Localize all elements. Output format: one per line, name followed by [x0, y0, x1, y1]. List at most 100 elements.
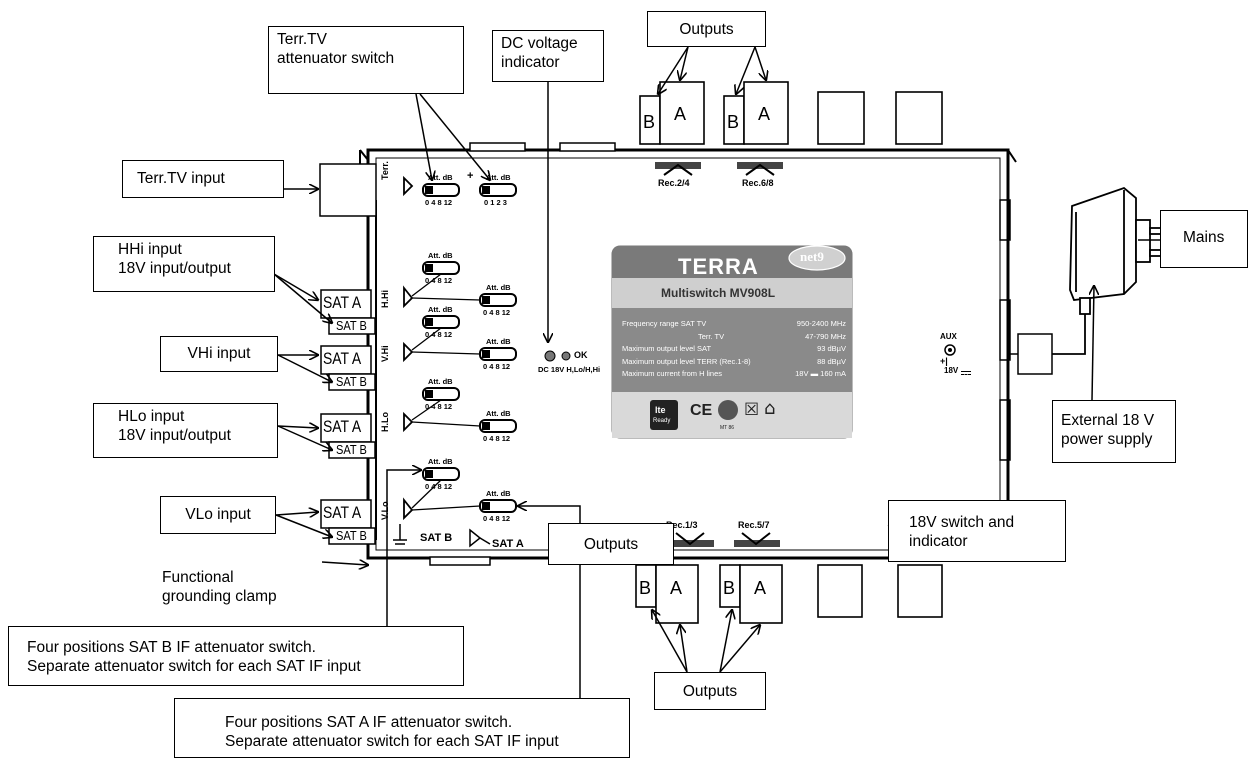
att-label: Att. dB: [486, 337, 511, 346]
sat-ground-symbol: [393, 524, 491, 548]
att-scale: 0 4 8 12: [483, 308, 511, 317]
port-label-terr: Terr.: [380, 161, 390, 180]
sat-b-label: SAT B: [336, 442, 367, 457]
callout-outputs-top: Outputs: [647, 11, 766, 47]
sat-a-label: SAT A: [323, 293, 362, 312]
rec-label: Rec.5/7: [738, 520, 770, 530]
brand-badge: net9: [800, 249, 824, 264]
att-scale: 0 4 8 12: [425, 198, 453, 207]
att-label: Att. dB: [486, 409, 511, 418]
dc-symbol-icon: [961, 371, 971, 375]
callout-terr-attenuator: Terr.TV attenuator switch: [268, 26, 464, 94]
power-adapter: [1052, 186, 1169, 355]
indoor-use-icon: ⌂: [764, 398, 776, 419]
callout-satb-switch: Four positions SAT B IF attenuator switc…: [8, 626, 464, 686]
aux-polarity: +|: [940, 356, 948, 366]
port-b-letter: B: [643, 112, 656, 132]
port-b-letter: B: [639, 578, 652, 598]
ce-mark: CE: [690, 402, 713, 419]
bottom-sat-b: SAT B: [420, 532, 453, 544]
bottom-sat-a: SAT A: [492, 538, 524, 550]
cert-plate-number: MT 86: [720, 425, 735, 431]
label-plate: [611, 245, 853, 439]
attenuator-switches: [422, 183, 517, 513]
callout-leaders: [386, 239, 1160, 698]
att-scale-terr: 0 1 2 3: [484, 198, 507, 207]
port-a-letter: A: [758, 104, 771, 124]
callout-sata-switch: Four positions SAT A IF attenuator switc…: [174, 698, 630, 758]
port-a-letter: A: [670, 578, 683, 598]
att-scale: 0 4 8 12: [425, 402, 453, 411]
callout-terr-input: Terr.TV input: [122, 160, 284, 198]
input-port-markers: [403, 175, 414, 521]
internal-lines: [411, 273, 481, 511]
spec-row: Maximum output level TERR (Rec.1-8)88 dB…: [622, 356, 846, 366]
sat-a-label: SAT A: [323, 503, 362, 522]
att-label: Att. dB: [486, 283, 511, 292]
dc-led-ok: [561, 351, 571, 361]
port-a-letter: A: [754, 578, 767, 598]
dc-led-18v: [544, 350, 556, 362]
port-label-hhi: H.Hi: [380, 290, 390, 308]
att-scale: 0 4 8 12: [425, 482, 453, 491]
callout-vhi-input: VHi input: [160, 336, 278, 372]
brand-title: TERRA: [678, 254, 759, 279]
weee-bin-icon: ☒: [744, 400, 760, 420]
callout-18v-switch: 18V switch and indicator: [888, 500, 1066, 562]
callout-hlo-input: HLo input 18V input/output: [93, 403, 278, 458]
callout-vlo-input: VLo input: [160, 496, 276, 534]
port-label-vlo: V.Lo: [380, 501, 390, 520]
callout-mains: Mains: [1160, 210, 1248, 268]
att-label: Att. dB: [486, 489, 511, 498]
sat-b-label: SAT B: [336, 374, 367, 389]
att-label: Att. dB: [428, 173, 453, 182]
att-label: Att. dB: [486, 173, 511, 182]
att-label: Att. dB: [428, 305, 453, 314]
sat-b-label: SAT B: [336, 528, 367, 543]
sat-a-label: SAT A: [323, 349, 362, 368]
plus-sign: +: [467, 170, 474, 182]
port-label-hlo: H.Lo: [380, 412, 390, 432]
certification-icon: [718, 400, 738, 420]
aux-voltage: 18V: [944, 366, 959, 375]
callout-outputs-mid: Outputs: [548, 523, 674, 565]
bottom-output-connectors: [635, 564, 943, 624]
callout-grounding: Functional grounding clamp: [140, 562, 322, 626]
aux-title: AUX: [940, 332, 957, 341]
rec-label: Rec.6/8: [742, 178, 774, 188]
att-label: Att. dB: [428, 251, 453, 260]
sat-b-label: SAT B: [336, 318, 367, 333]
port-b-letter: B: [727, 112, 740, 132]
att-scale: 0 4 8 12: [483, 514, 511, 523]
psu-connector: [1017, 333, 1053, 375]
rec-label: Rec.1/3: [666, 520, 698, 530]
sat-a-label: SAT A: [323, 417, 362, 436]
lte-logo: lte: [655, 405, 666, 415]
callout-hhi-input: HHi input 18V input/output: [93, 236, 275, 292]
att-scale: 0 4 8 12: [425, 330, 453, 339]
port-b-letter: B: [723, 578, 736, 598]
lte-ready: Ready: [653, 418, 671, 424]
att-scale: 0 4 8 12: [425, 276, 453, 285]
port-label-vhi: V.Hi: [380, 345, 390, 362]
att-label: Att. dB: [428, 457, 453, 466]
rec-label: Rec.2/4: [658, 178, 690, 188]
ok-label: OK: [574, 350, 588, 360]
att-label: Att. dB: [428, 377, 453, 386]
callout-dc-indicator: DC voltage indicator: [492, 30, 604, 82]
model-title: Multiswitch MV908L: [661, 286, 776, 300]
callout-outputs-bottom: Outputs: [654, 672, 766, 710]
callout-external-power: External 18 V power supply: [1052, 400, 1176, 463]
rec-indicators: [655, 162, 783, 547]
att-scale: 0 4 8 12: [483, 434, 511, 443]
port-a-letter: A: [674, 104, 687, 124]
dc-text: DC 18V H,Lo/H,Hi: [538, 365, 601, 374]
att-scale: 0 4 8 12: [483, 362, 511, 371]
top-output-connectors: [639, 81, 943, 145]
